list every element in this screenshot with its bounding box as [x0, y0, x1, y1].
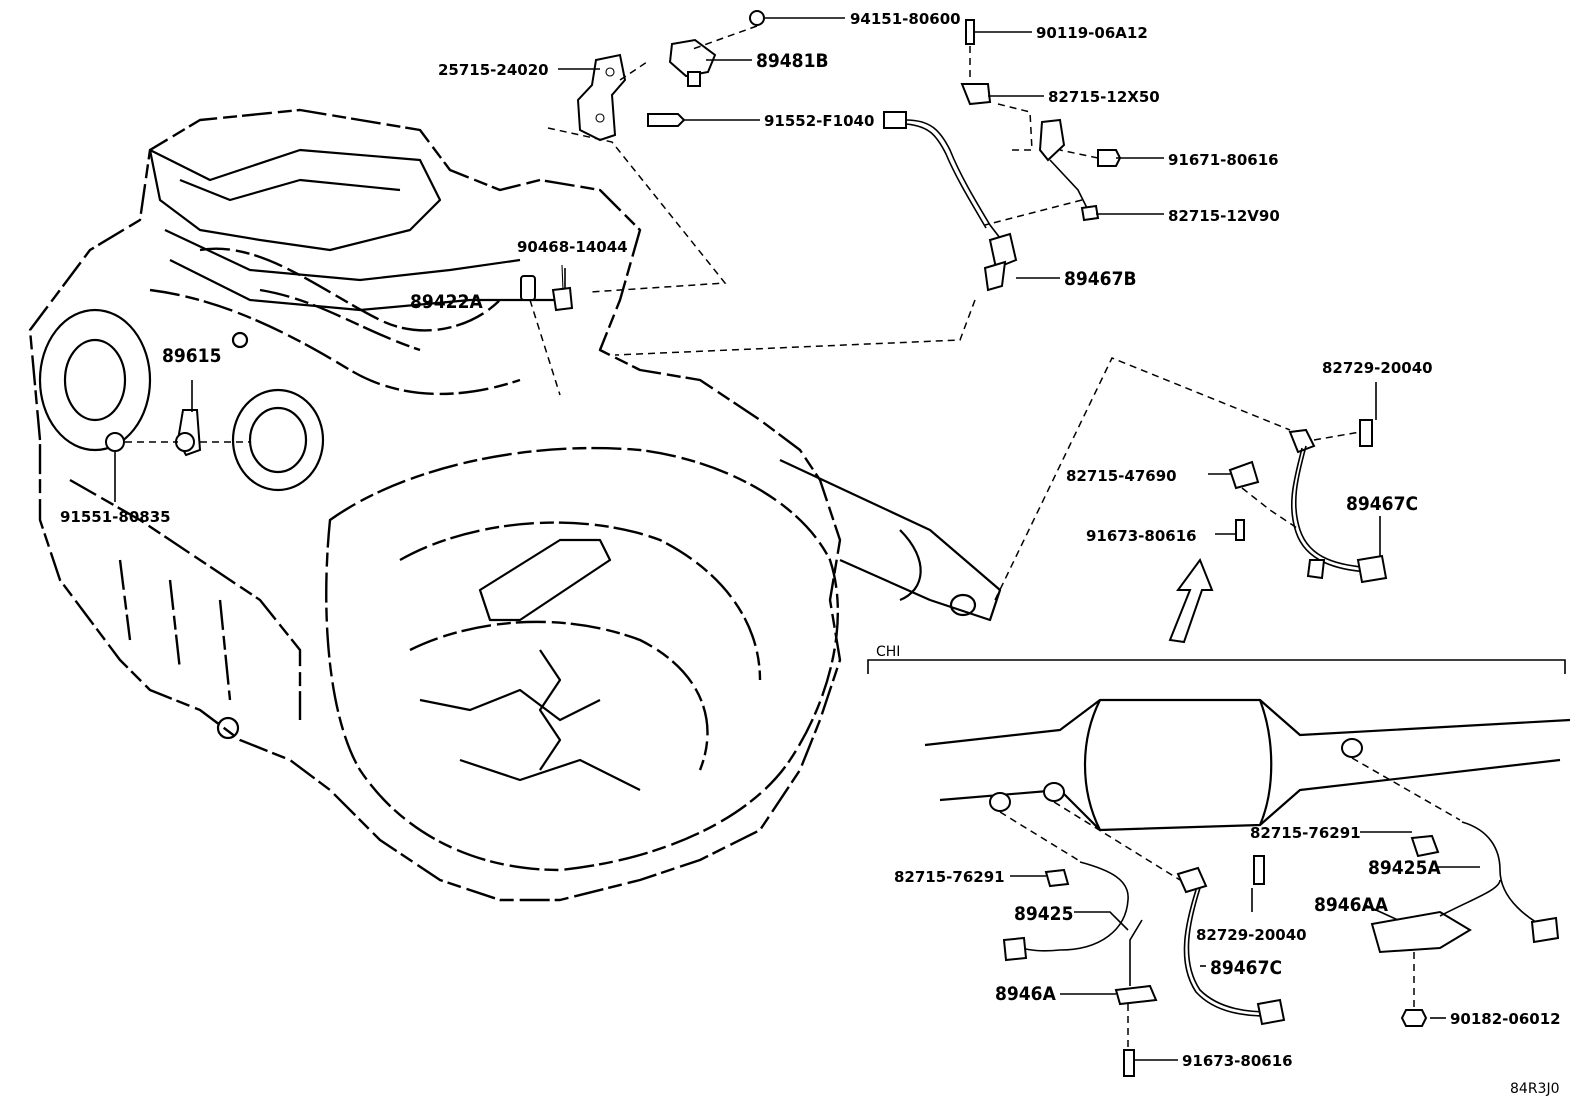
bolt-icon	[1123, 1049, 1135, 1077]
sensor-connector	[1530, 916, 1560, 944]
label-89425: 89425	[1014, 903, 1073, 925]
nut-icon	[1097, 149, 1122, 167]
sensor-89481B-group	[619, 10, 765, 127]
clip-icon	[1410, 834, 1440, 858]
diagram-id: 84R3J0	[1510, 1081, 1560, 1097]
label-90119-06A12: 90119-06A12	[1036, 24, 1148, 42]
harness-clamp-2	[1038, 118, 1066, 162]
harness-bracket	[1228, 460, 1260, 490]
label-91552-F1040: 91552-F1040	[764, 112, 874, 130]
bolt-icon	[647, 113, 686, 127]
direction-arrow	[1168, 557, 1214, 644]
bolt-icon	[965, 19, 975, 45]
label-82715-47690: 82715-47690	[1066, 467, 1177, 485]
label-91551-80835: 91551-80835	[60, 508, 171, 526]
nut-icon	[1400, 1009, 1428, 1027]
label-82729-20040-top: 82729-20040	[1322, 359, 1433, 377]
sensor-boss	[989, 792, 1011, 812]
label-82729-20040-bottom: 82729-20040	[1196, 926, 1307, 944]
label-8946AA: 8946AA	[1314, 894, 1389, 916]
label-82715-12V90: 82715-12V90	[1168, 207, 1280, 225]
harness-clamp	[960, 83, 992, 106]
harness-bracket	[1114, 984, 1158, 1006]
sensor-connector	[1002, 936, 1028, 962]
grommet-icon	[1288, 428, 1316, 454]
sensor-connector	[1356, 554, 1388, 584]
label-82715-76291-right: 82715-76291	[1250, 824, 1361, 842]
sensor-boss	[1043, 782, 1065, 802]
exhaust-bracket	[576, 53, 627, 142]
sensor-89422A-group	[520, 264, 574, 396]
label-91673-80616-bottom: 91673-80616	[1182, 1052, 1293, 1070]
label-91671-80616: 91671-80616	[1168, 151, 1279, 169]
label-89615: 89615	[162, 345, 221, 367]
label-89422A: 89422A	[410, 291, 483, 313]
label-89425A: 89425A	[1368, 857, 1441, 879]
label-82715-12X50: 82715-12X50	[1048, 88, 1160, 106]
label-82715-76291-left: 82715-76291	[894, 868, 1005, 886]
label-89481B: 89481B	[756, 50, 829, 72]
grommet-icon	[1176, 866, 1208, 894]
label-8946A: 8946A	[995, 983, 1057, 1005]
harness-bracket	[1370, 910, 1472, 954]
chi-bracket-line	[867, 659, 1566, 674]
oxygen-sensor-89467B-group	[614, 19, 1122, 356]
pressure-sensor	[668, 38, 717, 78]
region-label-chi: CHI	[876, 644, 900, 660]
sensor-89615-group	[105, 409, 250, 457]
detail-89467C-top-group	[994, 357, 1388, 601]
label-90468-14044: 90468-14044	[517, 238, 628, 256]
engine-transaxle-assembly	[28, 108, 1002, 902]
label-25715-24020: 25715-24020	[438, 61, 549, 79]
label-94151-80600: 94151-80600	[850, 10, 961, 28]
label-90182-06012: 90182-06012	[1450, 1010, 1561, 1028]
oxygen-sensor-body	[988, 232, 1018, 270]
temperature-sensor	[520, 275, 536, 301]
bracket-25715-group	[547, 53, 727, 293]
clip-icon	[1359, 419, 1373, 447]
label-89467C-bottom: 89467C	[1210, 957, 1282, 979]
label-89467B: 89467B	[1064, 268, 1137, 290]
bolt-head-icon	[105, 432, 125, 452]
label-91673-80616-top: 91673-80616	[1086, 527, 1197, 545]
clip-icon	[1253, 855, 1265, 885]
callout-labels: 94151-80600 25715-24020 89481B 91552-F10…	[60, 10, 1561, 1097]
sensor-connector	[883, 111, 907, 129]
chi-region	[867, 659, 1571, 1077]
sensor-connector	[1256, 998, 1286, 1026]
clip-icon	[1044, 868, 1070, 888]
sensor-boss	[1341, 738, 1363, 758]
bolt-icon	[1235, 519, 1245, 541]
nut-icon	[749, 10, 765, 26]
clip-icon	[551, 286, 574, 312]
leader-lines	[114, 17, 1480, 1061]
label-89467C-top: 89467C	[1346, 493, 1418, 515]
